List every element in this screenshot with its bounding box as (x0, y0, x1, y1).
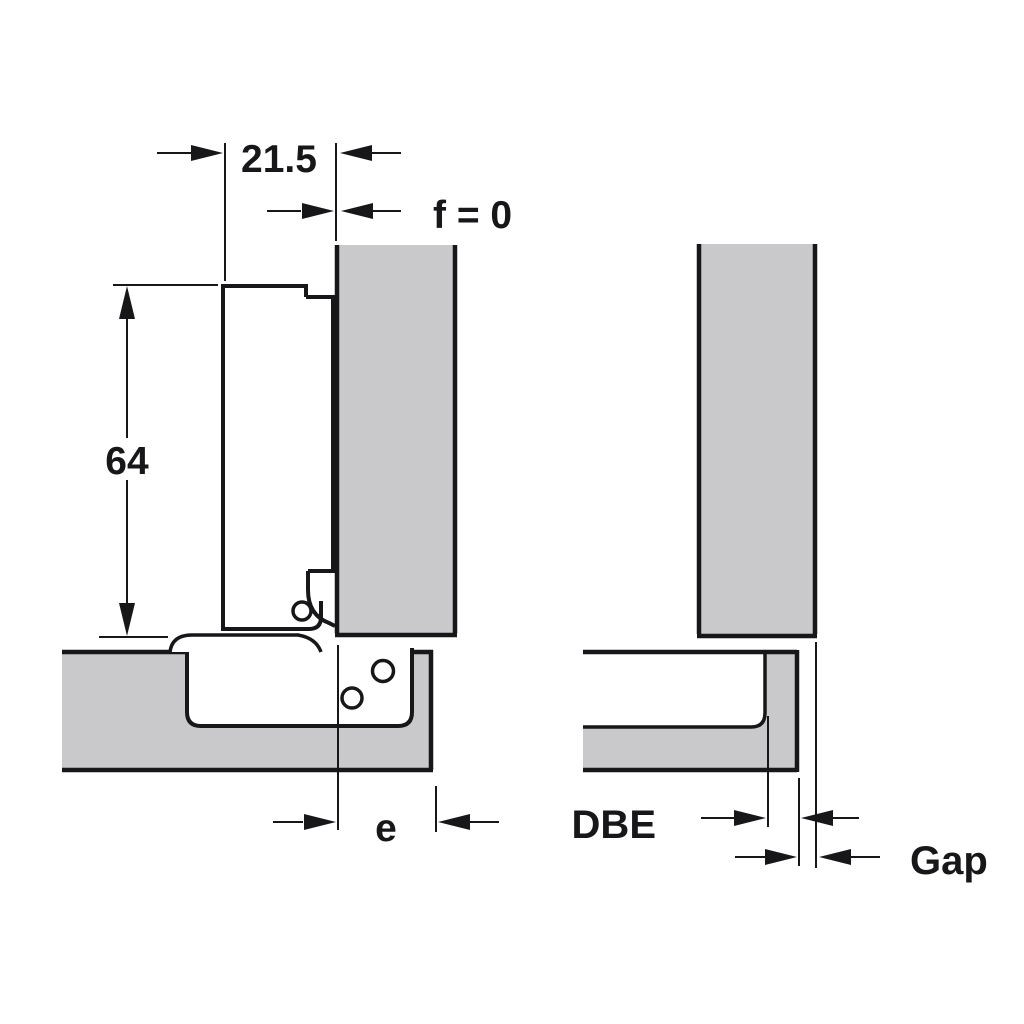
door-panel-right-edges (696, 244, 818, 639)
hinge-plate-fill (223, 284, 306, 629)
arrowhead-right-icon (304, 814, 336, 830)
dimension-door-projection: f = 0 (267, 194, 512, 237)
hinge-arm-fill (306, 295, 333, 571)
arrowhead-right-icon (734, 810, 766, 826)
hinge-pivot (291, 600, 313, 622)
dimension-dbe: DBE (572, 716, 859, 866)
label-height: 64 (105, 440, 149, 483)
label-dbe: DBE (572, 803, 656, 847)
cabinet-panel-right-fill (583, 650, 797, 770)
left-view-hinge-cross-section: 21.5 f = 0 64 (62, 138, 512, 850)
arrowhead-left-icon (341, 203, 373, 219)
door-panel-left-edges (334, 245, 458, 638)
arrowhead-right-icon (191, 145, 223, 161)
screw-hole-upper (370, 658, 396, 684)
door-panel-left-fill (339, 245, 453, 634)
arrowhead-left-icon (819, 849, 851, 865)
door-panel-right (696, 244, 818, 639)
cabinet-panel-left (62, 648, 434, 773)
hinge-body (168, 284, 336, 653)
dimension-height: 64 (99, 284, 218, 638)
label-gap: Gap (910, 839, 988, 883)
arrowhead-up-icon (119, 286, 135, 319)
door-panel-left (334, 245, 458, 638)
right-view-gap-cross-section: DBE Gap (572, 244, 988, 883)
arrowhead-right-icon (765, 849, 797, 865)
label-cup-distance: 21.5 (241, 138, 317, 181)
dimension-gap: Gap (735, 642, 988, 883)
arrowhead-left-icon (438, 814, 470, 830)
cup-flange-outline (168, 633, 323, 653)
dimension-edge-distance: e (273, 645, 499, 850)
hinge-outline (221, 284, 336, 631)
screw-hole-lower (340, 686, 364, 710)
rebate-outline (583, 652, 767, 729)
cabinet-panel-right-edges (583, 649, 800, 773)
cup-recess-outline (185, 648, 414, 728)
cabinet-panel-right (583, 649, 800, 773)
cup-recess-fill (187, 648, 412, 726)
arrowhead-right-icon (302, 203, 334, 219)
door-panel-right-fill (699, 244, 815, 635)
cup-flange-fill (170, 635, 321, 652)
dimension-cup-distance: 21.5 (157, 138, 401, 281)
arrowhead-down-icon (119, 603, 135, 636)
cabinet-panel-left-edges (62, 649, 434, 773)
label-door-projection: f = 0 (433, 194, 512, 237)
arrowhead-left-icon (340, 145, 372, 161)
label-edge-distance: e (375, 807, 397, 850)
